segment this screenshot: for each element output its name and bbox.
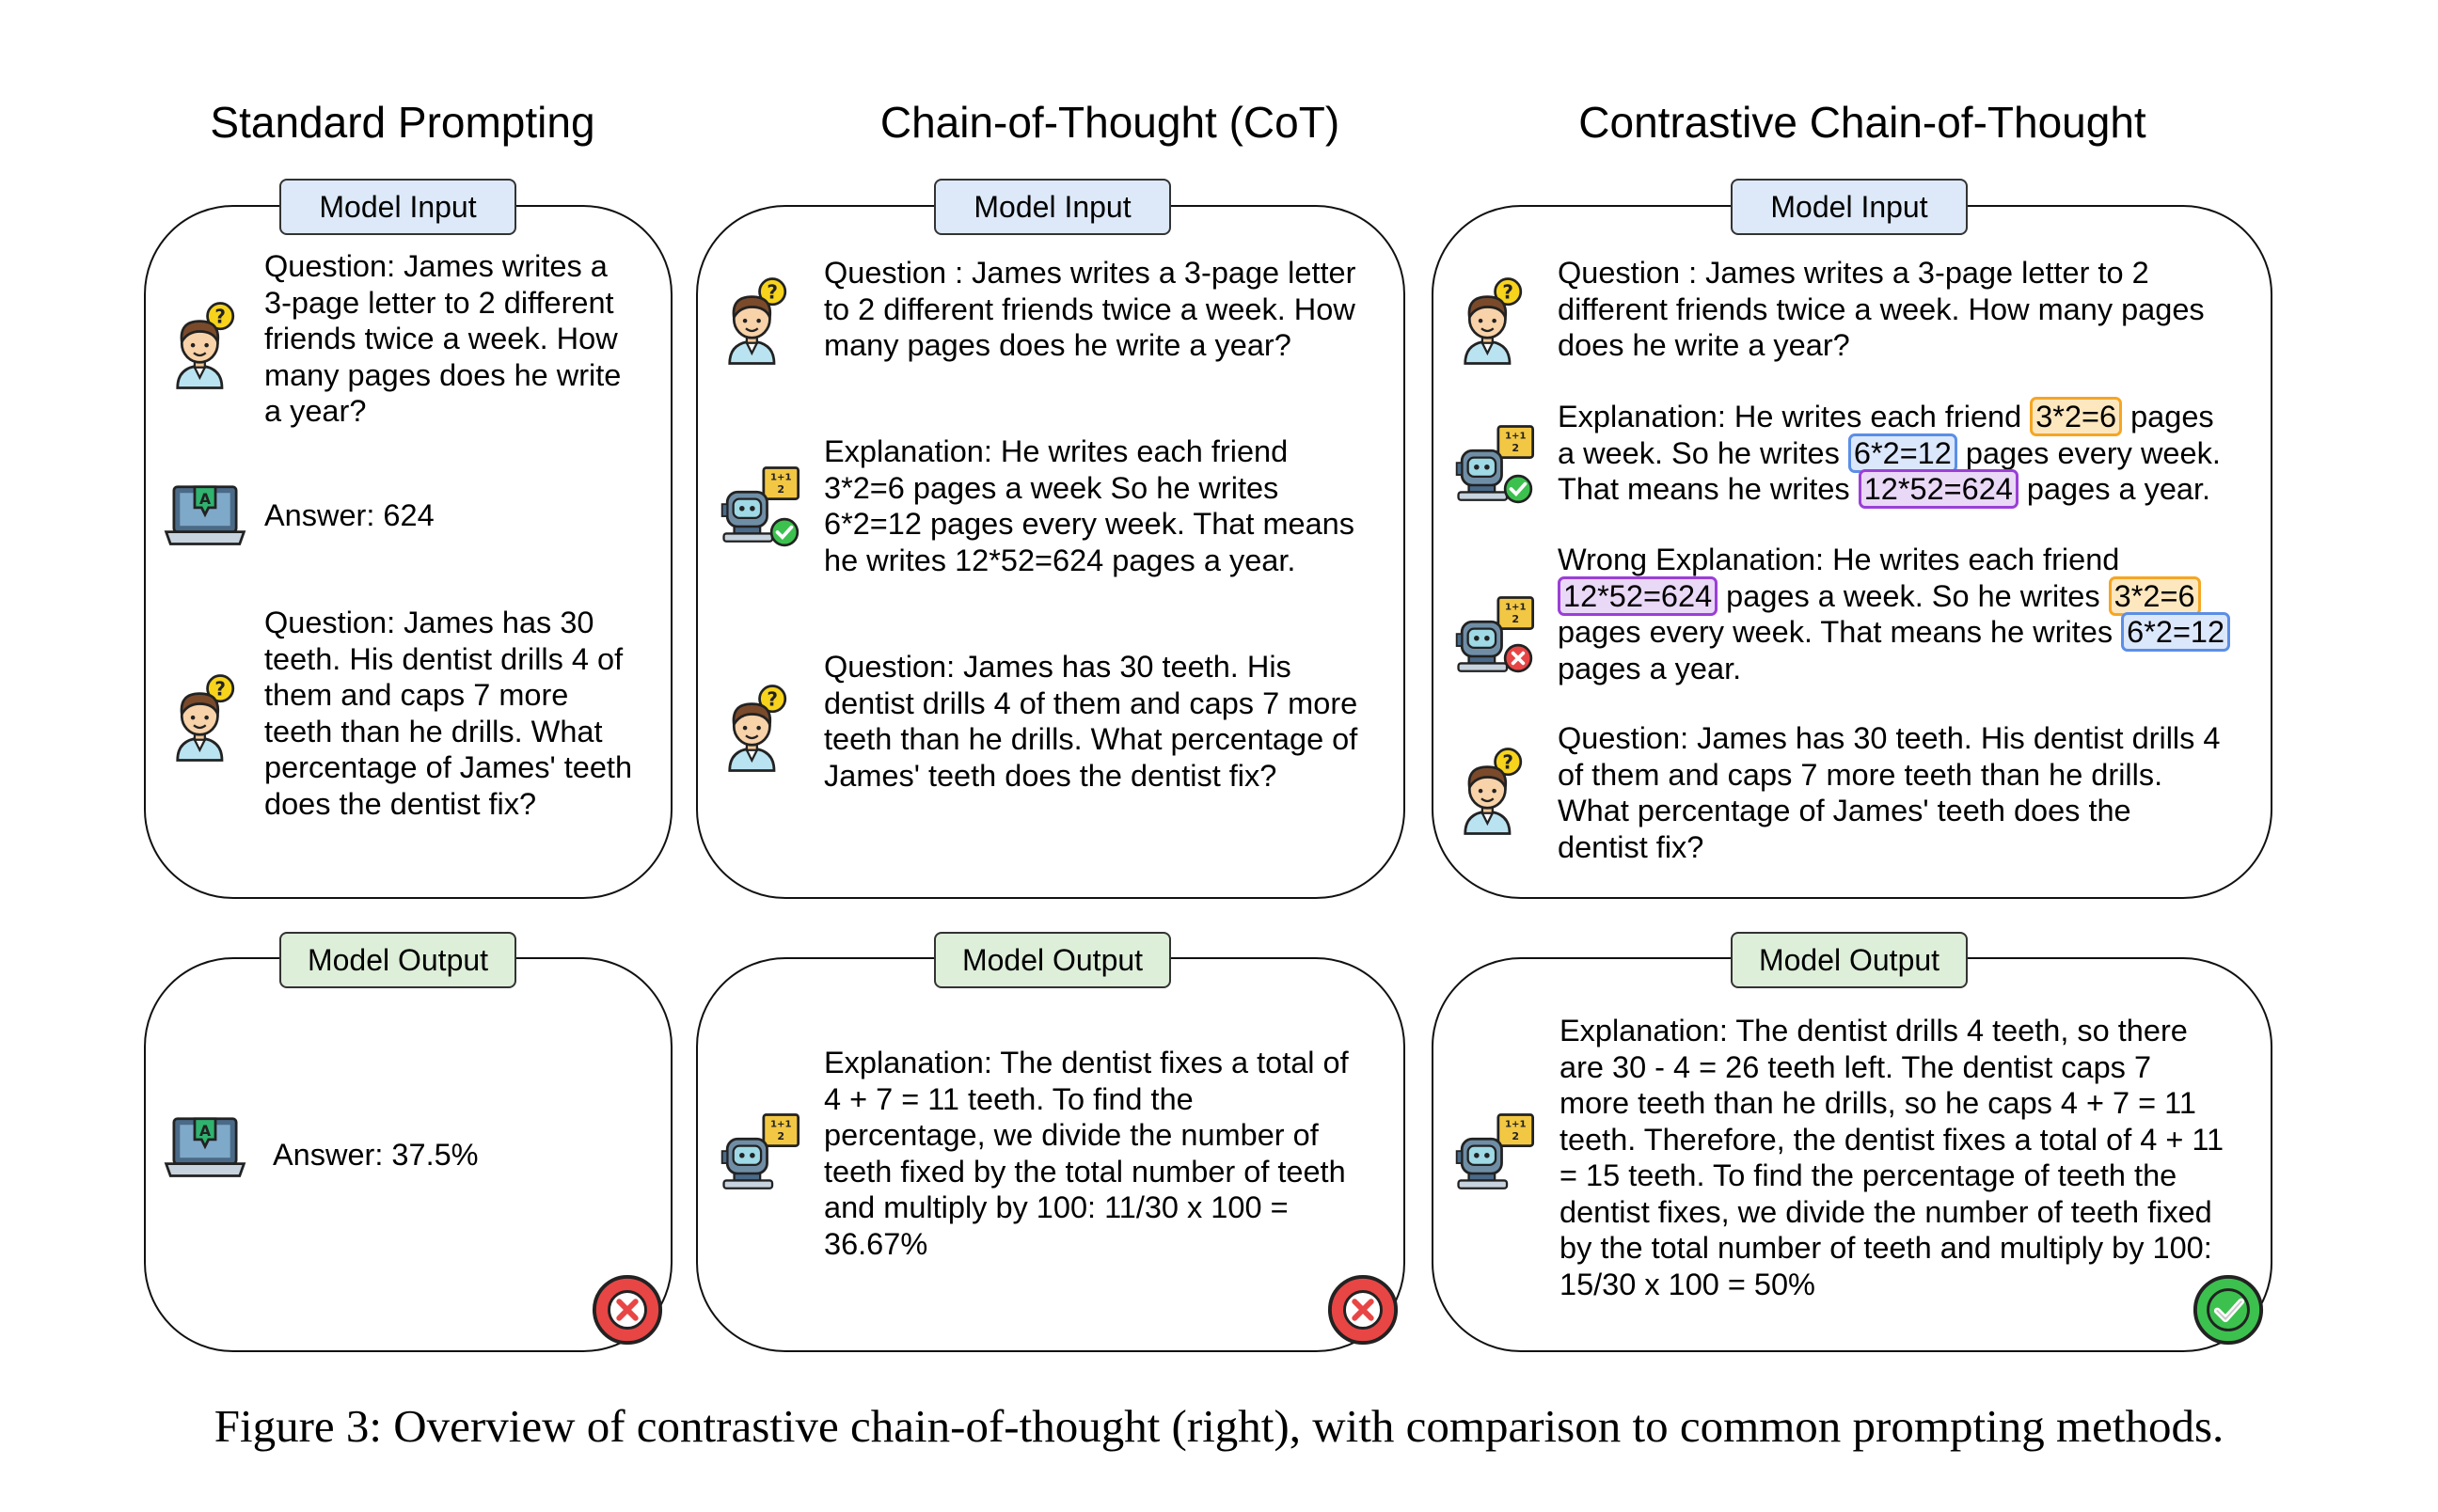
contrastive-output-tag: Model Output — [1731, 932, 1968, 988]
contrastive-explanation: Explanation: He writes each friend 3*2=6… — [1558, 397, 2221, 509]
check-small-icon — [769, 517, 799, 547]
person-question-icon — [718, 682, 793, 776]
cot-input-panel — [696, 205, 1405, 899]
wrong-text: Wrong Explanation: He writes each friend — [1558, 543, 2120, 576]
highlight-purple: 12*52=624 — [1558, 575, 1718, 616]
wrong-text: pages every week. That means he writes — [1558, 615, 2122, 649]
x-small-icon — [1503, 643, 1533, 673]
wrong-text: pages a week. So he writes — [1718, 578, 2109, 613]
exp-text: Explanation: He writes each friend — [1558, 400, 2031, 433]
cot-output-panel — [696, 957, 1405, 1352]
person-question-icon — [1453, 275, 1528, 369]
standard-title: Standard Prompting — [210, 98, 595, 147]
cot-input-tag: Model Input — [934, 179, 1171, 235]
contrastive-question-1: Question : James writes a 3-page letter … — [1558, 256, 2205, 362]
cot-question-1: Question : James writes a 3-page letter … — [824, 256, 1356, 362]
person-question-icon — [718, 275, 793, 369]
cot-output-explanation: Explanation: The dentist fixes a total o… — [824, 1046, 1349, 1261]
laptop-answer-icon — [162, 1110, 248, 1189]
wrong-text: pages a year. — [1558, 651, 1742, 685]
exp-text: pages a year. — [2018, 472, 2211, 506]
standard-answer-1: Answer: 624 — [264, 498, 435, 532]
robot-icon — [1453, 1110, 1540, 1196]
correct-icon — [2193, 1274, 2264, 1346]
standard-input-tag: Model Input — [279, 179, 516, 235]
contrastive-wrong-explanation: Wrong Explanation: He writes each friend… — [1558, 542, 2231, 686]
laptop-answer-icon — [162, 478, 248, 557]
standard-output-tag: Model Output — [279, 932, 516, 988]
contrastive-title: Contrastive Chain-of-Thought — [1578, 98, 2146, 147]
incorrect-icon — [592, 1274, 663, 1346]
cot-output-tag: Model Output — [934, 932, 1171, 988]
cot-title: Chain-of-Thought (CoT) — [879, 98, 1340, 147]
contrastive-output-explanation: Explanation: The dentist drills 4 teeth,… — [1559, 1014, 2224, 1301]
highlight-blue: 6*2=12 — [2121, 612, 2231, 652]
standard-output-answer: Answer: 37.5% — [273, 1138, 479, 1172]
exp-text: That means he writes — [1558, 472, 1859, 506]
exp-text: pages every week. — [1956, 435, 2221, 470]
contrastive-input-tag: Model Input — [1731, 179, 1968, 235]
person-question-icon — [166, 299, 241, 393]
person-question-icon — [166, 671, 241, 765]
contrastive-input-panel — [1432, 205, 2272, 899]
exp-text: a week. So he writes — [1558, 435, 1848, 470]
robot-icon — [719, 1110, 805, 1196]
figure-caption: Figure 3: Overview of contrastive chain-… — [214, 1400, 2224, 1452]
highlight-orange: 3*2=6 — [2108, 575, 2201, 616]
cot-explanation: Explanation: He writes each friend 3*2=6… — [824, 434, 1354, 577]
standard-question-2: Question: James has 30 teeth. His dentis… — [264, 606, 633, 821]
highlight-blue: 6*2=12 — [1847, 433, 1957, 473]
cot-question-2: Question: James has 30 teeth. His dentis… — [824, 650, 1358, 793]
highlight-orange: 3*2=6 — [2030, 397, 2123, 436]
contrastive-output-panel — [1432, 957, 2272, 1352]
exp-text: pages — [2122, 400, 2214, 433]
contrastive-question-2: Question: James has 30 teeth. His dentis… — [1558, 721, 2221, 864]
incorrect-icon — [1327, 1274, 1399, 1346]
standard-question-1: Question: James writes a 3-page letter t… — [264, 249, 622, 428]
check-small-icon — [1503, 474, 1533, 504]
person-question-icon — [1453, 745, 1528, 839]
highlight-purple: 12*52=624 — [1858, 469, 2018, 509]
